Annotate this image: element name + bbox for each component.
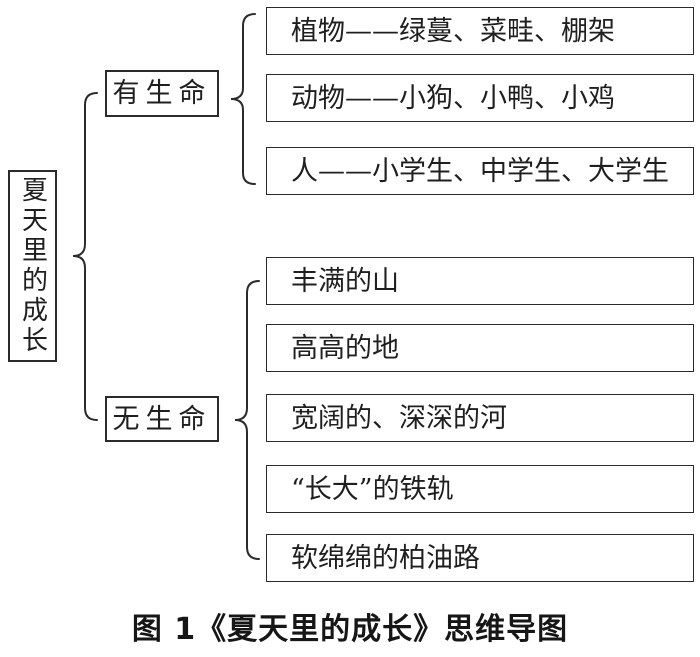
branch-node-nonliving: 无生命: [105, 396, 219, 442]
leaf-node-animals: 动物——小狗、小鸭、小鸡: [266, 74, 694, 122]
leaf-node-rails: “长大”的铁轨: [266, 465, 694, 513]
root-node: 夏天里的成长: [8, 170, 57, 362]
branch-node-living: 有生命: [105, 70, 219, 117]
leaf-node-river: 宽阔的、深深的河: [266, 394, 694, 442]
nonliving-brace: [234, 280, 260, 560]
leaf-node-people: 人——小学生、中学生、大学生: [266, 147, 694, 195]
leaf-node-mountain: 丰满的山: [266, 257, 694, 305]
leaf-node-ground: 高高的地: [266, 324, 694, 372]
living-brace: [230, 13, 256, 185]
leaf-node-road: 软绵绵的柏油路: [266, 534, 694, 582]
root-brace: [72, 92, 98, 421]
figure-caption: 图 1《夏天里的成长》思维导图: [131, 612, 569, 647]
leaf-node-plants: 植物——绿蔓、菜畦、棚架: [266, 7, 694, 55]
